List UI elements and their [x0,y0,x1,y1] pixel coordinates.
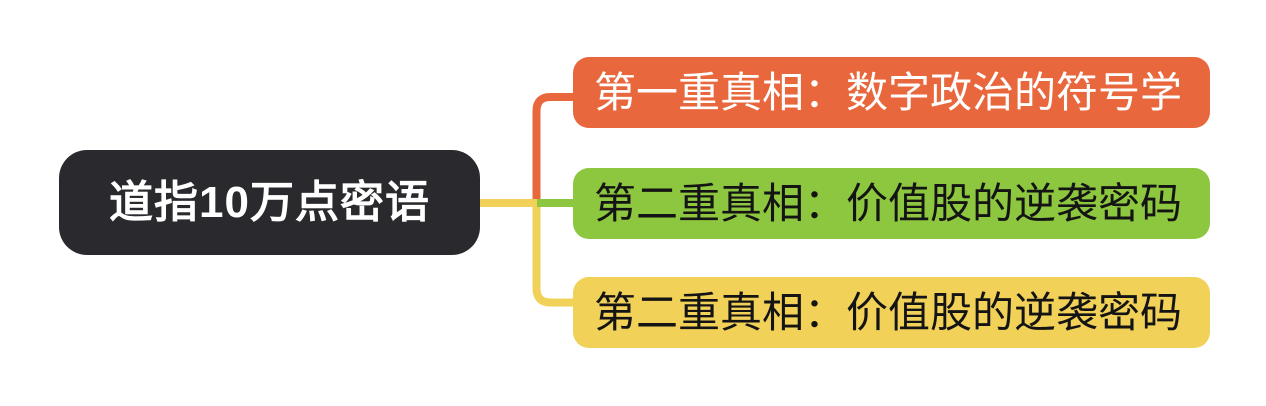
branch-node-1-label: 第一重真相：数字政治的符号学 [594,68,1183,116]
branch-node-1[interactable]: 第一重真相：数字政治的符号学 [573,57,1210,128]
link-branch-1 [532,93,573,207]
branch-node-2[interactable]: 第二重真相：价值股的逆袭密码 [573,168,1210,239]
branch-node-3-label: 第二重真相：价值股的逆袭密码 [594,288,1183,336]
link-branch-3 [480,199,573,307]
branch-node-3[interactable]: 第二重真相：价值股的逆袭密码 [573,277,1210,348]
branch-node-2-label: 第二重真相：价值股的逆袭密码 [594,179,1183,227]
root-node[interactable]: 道指10万点密语 [59,150,480,255]
root-node-label: 道指10万点密语 [109,177,430,227]
